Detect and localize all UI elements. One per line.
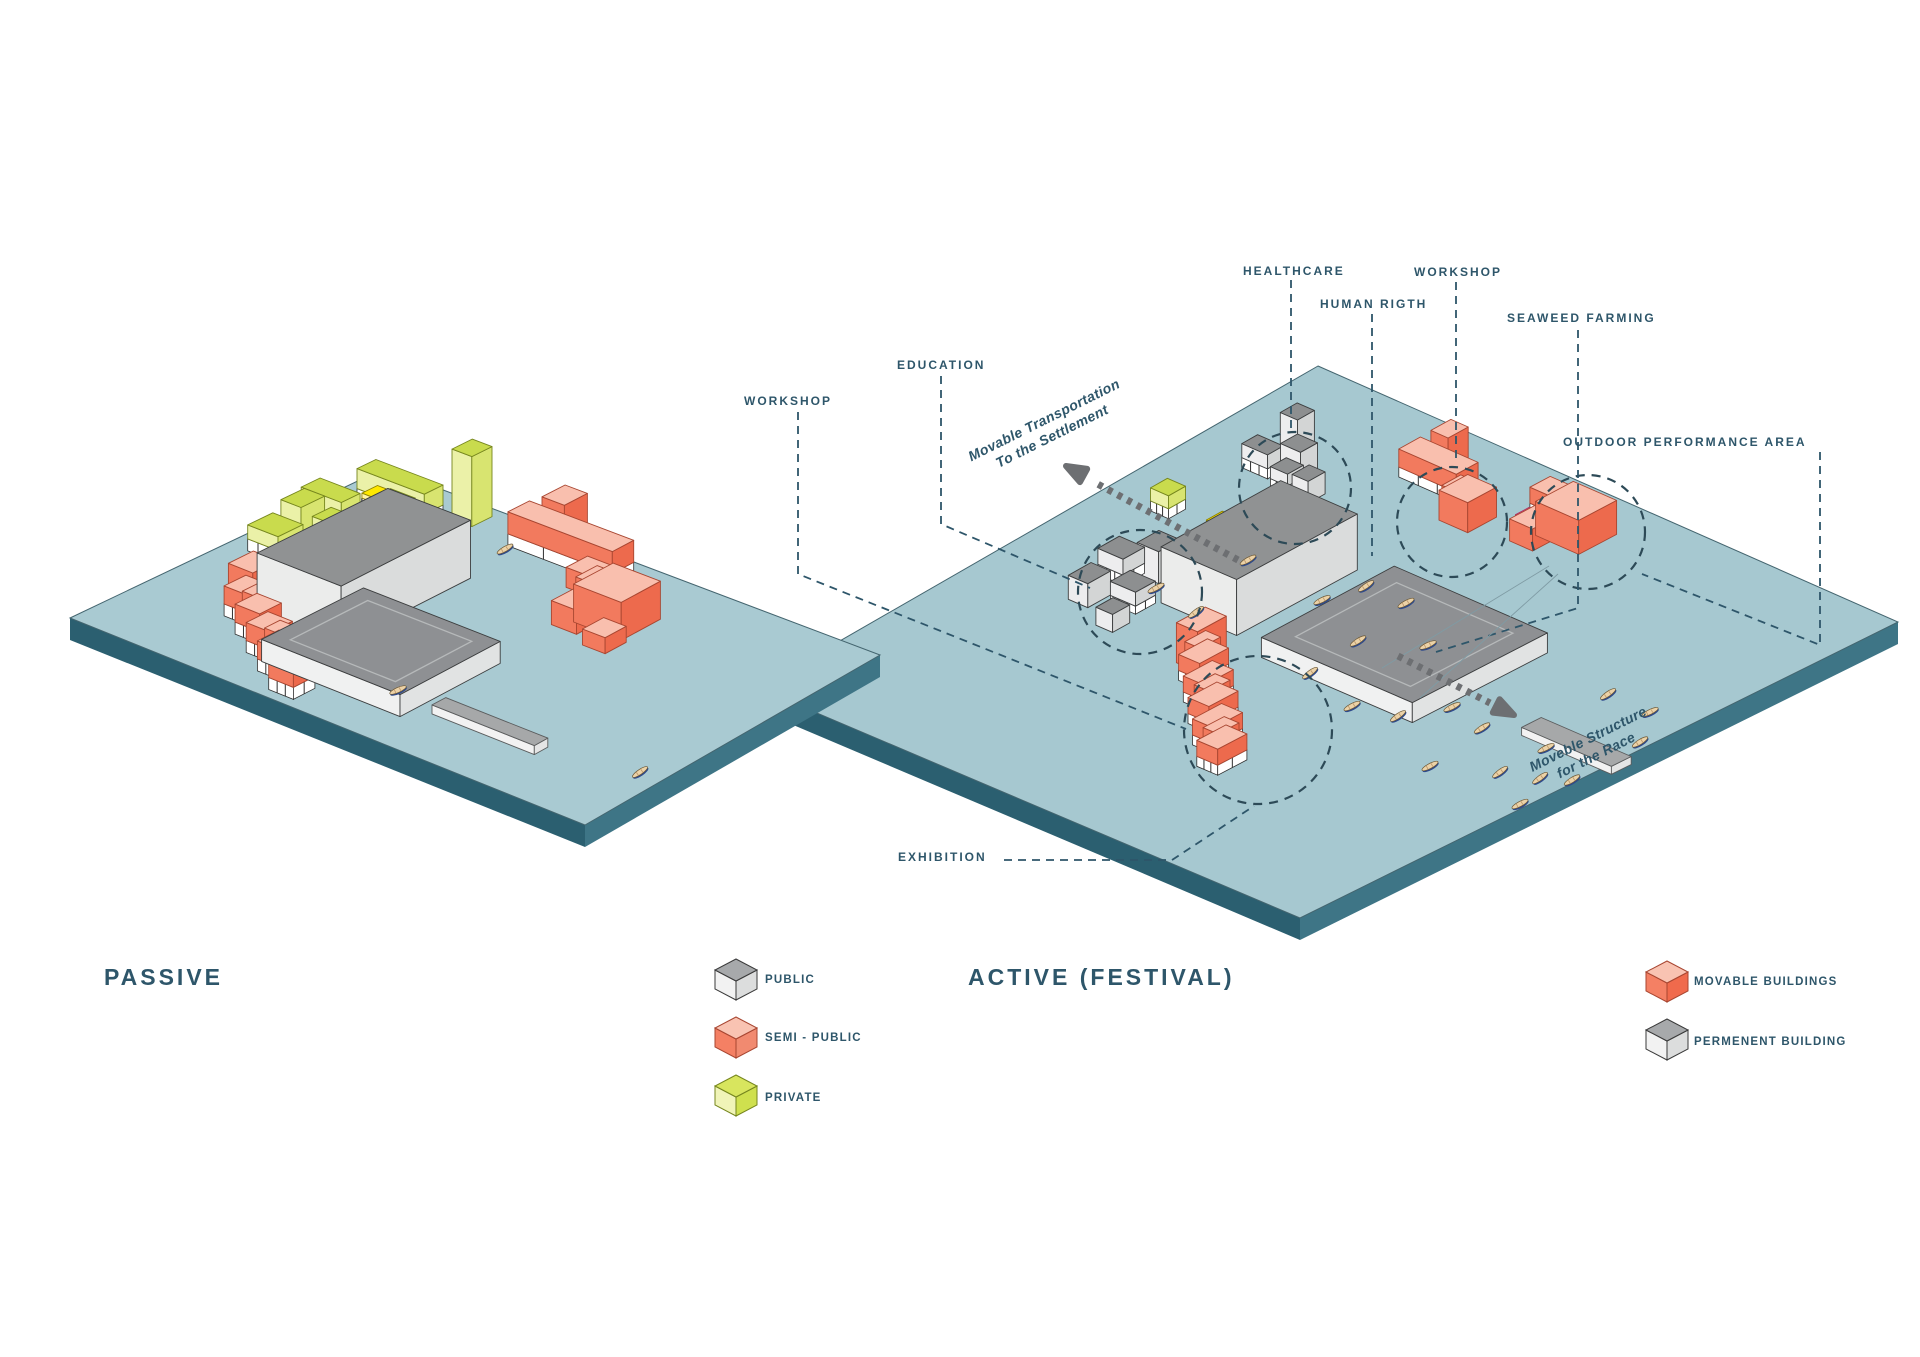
- workshop-left-label: WORKSHOP: [744, 394, 832, 408]
- passive-title: PASSIVE: [104, 964, 223, 990]
- outdoor-performance-circle: [1529, 473, 1647, 591]
- event-plinth: [261, 587, 501, 718]
- legend-permanent-label: PERMENENT BUILDING: [1694, 1036, 1847, 1048]
- boat-icon: [1600, 688, 1617, 701]
- semi-public-cube-icon: [713, 1016, 759, 1059]
- legend-movable-label: MOVABLE BUILDINGS: [1694, 976, 1838, 988]
- legend-public-label: PUBLIC: [765, 974, 816, 986]
- boat-icon: [1358, 580, 1375, 593]
- workshop-edu-cube: [1095, 597, 1131, 633]
- seaweed-tie-line: [1419, 573, 1559, 699]
- workshop-top-label: WORKSHOP: [1414, 265, 1502, 279]
- exhibition-circle: [1182, 654, 1334, 806]
- boat-icon: [1349, 635, 1367, 648]
- permanent-cube-icon: [1644, 1018, 1690, 1061]
- race-pier: [1521, 717, 1632, 775]
- public-cube-icon: [713, 958, 759, 1001]
- boat-icon: [1473, 722, 1491, 735]
- pier: [431, 697, 549, 756]
- boat-icon: [496, 543, 514, 556]
- boat-icon: [1532, 771, 1549, 785]
- exhibition-stall: [1196, 724, 1248, 776]
- workshop-l-building: [1438, 474, 1497, 534]
- legend-semi-public-label: SEMI - PUBLIC: [765, 1032, 862, 1044]
- healthcare-circle: [1237, 430, 1353, 546]
- healthcare-label: HEALTHCARE: [1243, 264, 1345, 278]
- boat-icon: [632, 766, 649, 779]
- event-plinth: [1260, 565, 1548, 724]
- passive-platform: [68, 438, 882, 847]
- education-label: EDUCATION: [897, 358, 986, 372]
- transport-arrow: [1063, 463, 1240, 564]
- boat-icon: [1641, 707, 1659, 718]
- legend-private-label: PRIVATE: [765, 1092, 822, 1104]
- workshop-edu-circle: [1076, 528, 1204, 656]
- boat-icon: [1239, 554, 1257, 567]
- boat-icon: [1631, 736, 1649, 749]
- lime-tower: [451, 438, 493, 528]
- human-rigth-label: HUMAN RIGTH: [1320, 297, 1428, 311]
- seaweed-farming-label: SEAWEED FARMING: [1507, 311, 1656, 325]
- boat-icon: [1343, 700, 1361, 713]
- education-leader-line: [940, 376, 1091, 589]
- boat-icon: [1511, 798, 1529, 811]
- movable-cube-icon: [1644, 960, 1690, 1003]
- active-platform: [756, 365, 1900, 940]
- outdoor-performance-label: OUTDOOR PERFORMANCE AREA: [1563, 435, 1807, 449]
- boat-icon: [1147, 582, 1165, 595]
- boat-icon: [1390, 710, 1407, 723]
- race-arrow: [1396, 652, 1517, 718]
- private-cube-icon: [713, 1074, 759, 1117]
- active-title: ACTIVE (FESTIVAL): [968, 964, 1235, 990]
- seaweed-tie-line: [1381, 565, 1550, 669]
- workshop-circle: [1395, 465, 1509, 579]
- exhibition-label: EXHIBITION: [898, 850, 987, 864]
- boat-icon: [1563, 774, 1581, 787]
- boat-icon: [1397, 597, 1415, 610]
- boat-icon: [1537, 743, 1555, 754]
- workshop-left-leader-line: [797, 412, 1187, 730]
- main-hall: [1160, 480, 1358, 636]
- boat-icon: [1313, 595, 1331, 606]
- boat-icon: [389, 685, 407, 696]
- boat-icon: [1492, 765, 1509, 779]
- exhibition-leader-line: [1004, 805, 1255, 861]
- salmon-cube: [582, 617, 627, 655]
- lime-mobile-unit: [1150, 477, 1186, 520]
- boat-icon: [1443, 702, 1461, 713]
- boat-icon: [1421, 760, 1439, 773]
- boat-icon: [1419, 640, 1437, 651]
